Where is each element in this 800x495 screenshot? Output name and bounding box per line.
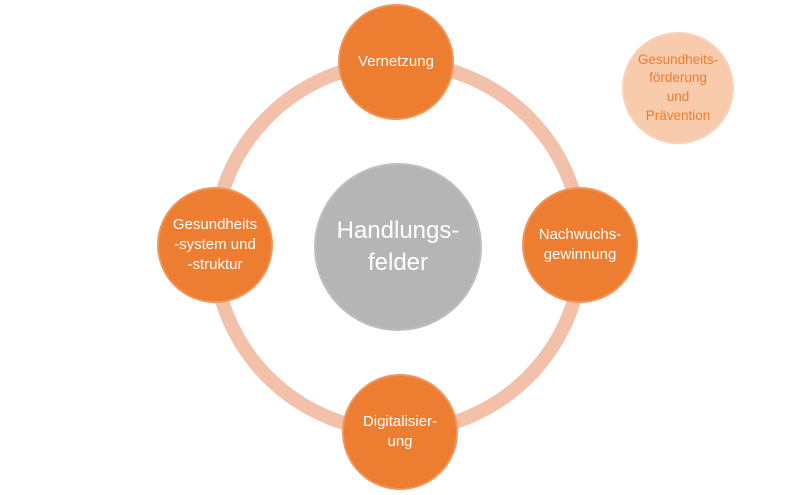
- node-label: Gesundheits -system und -struktur: [173, 215, 257, 274]
- node-label-line: Nachwuchs-: [538, 226, 622, 244]
- node-label: Digitalisier- ung: [363, 412, 437, 452]
- standalone-label-line: Prävention: [645, 107, 711, 123]
- node-gesundheitssystem: Gesundheits -system und -struktur: [157, 187, 273, 303]
- standalone-label-line: förderung: [649, 70, 707, 86]
- center-circle-label: Handlungs- felder: [337, 215, 460, 280]
- center-label-line: Handlungs-: [336, 216, 460, 244]
- node-label-line: gewinnung: [543, 246, 617, 263]
- center-circle-handlungsfelder: Handlungs- felder: [314, 163, 482, 331]
- standalone-circle-gesundheitsfoerderung: Gesundheits- förderung und Prävention: [622, 32, 734, 144]
- standalone-circle-label: Gesundheits- förderung und Prävention: [638, 51, 718, 126]
- standalone-label-line: und: [666, 89, 690, 104]
- node-label-line: ung: [387, 433, 413, 450]
- node-digitalisierung: Digitalisier- ung: [342, 374, 458, 490]
- node-label-line: -struktur: [187, 255, 243, 273]
- center-label-line: felder: [367, 249, 429, 276]
- node-label-line: Gesundheits: [172, 216, 258, 234]
- node-nachwuchsgewinnung: Nachwuchs- gewinnung: [522, 187, 638, 303]
- node-label: Vernetzung: [358, 52, 434, 72]
- node-label-line: -system und: [174, 236, 256, 254]
- node-label: Nachwuchs- gewinnung: [539, 225, 622, 265]
- node-label-line: Digitalisier-: [362, 413, 438, 431]
- node-label-line: Vernetzung: [358, 53, 434, 71]
- standalone-label-line: Gesundheits-: [637, 51, 719, 67]
- node-vernetzung: Vernetzung: [338, 4, 454, 120]
